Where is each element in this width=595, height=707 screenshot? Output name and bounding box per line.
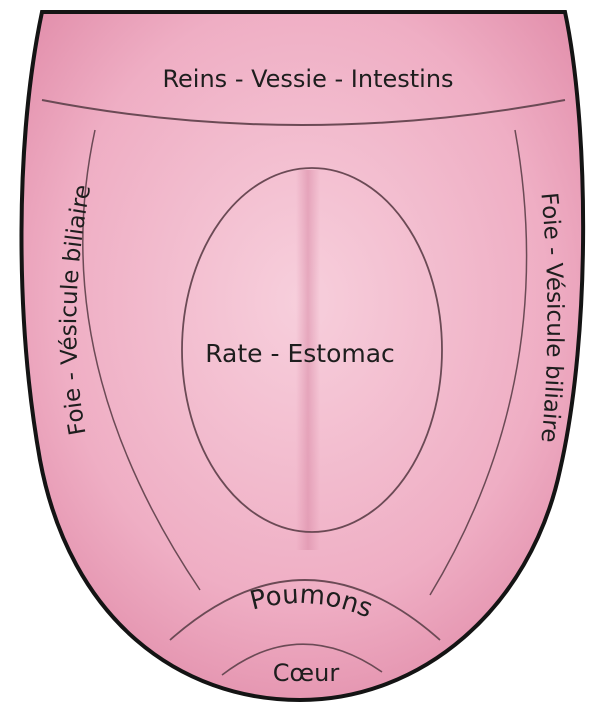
back-zone-label: Reins - Vessie - Intestins [162,65,453,93]
tip-zone-label: Cœur [273,659,340,687]
center-zone-label: Rate - Estomac [205,339,395,368]
